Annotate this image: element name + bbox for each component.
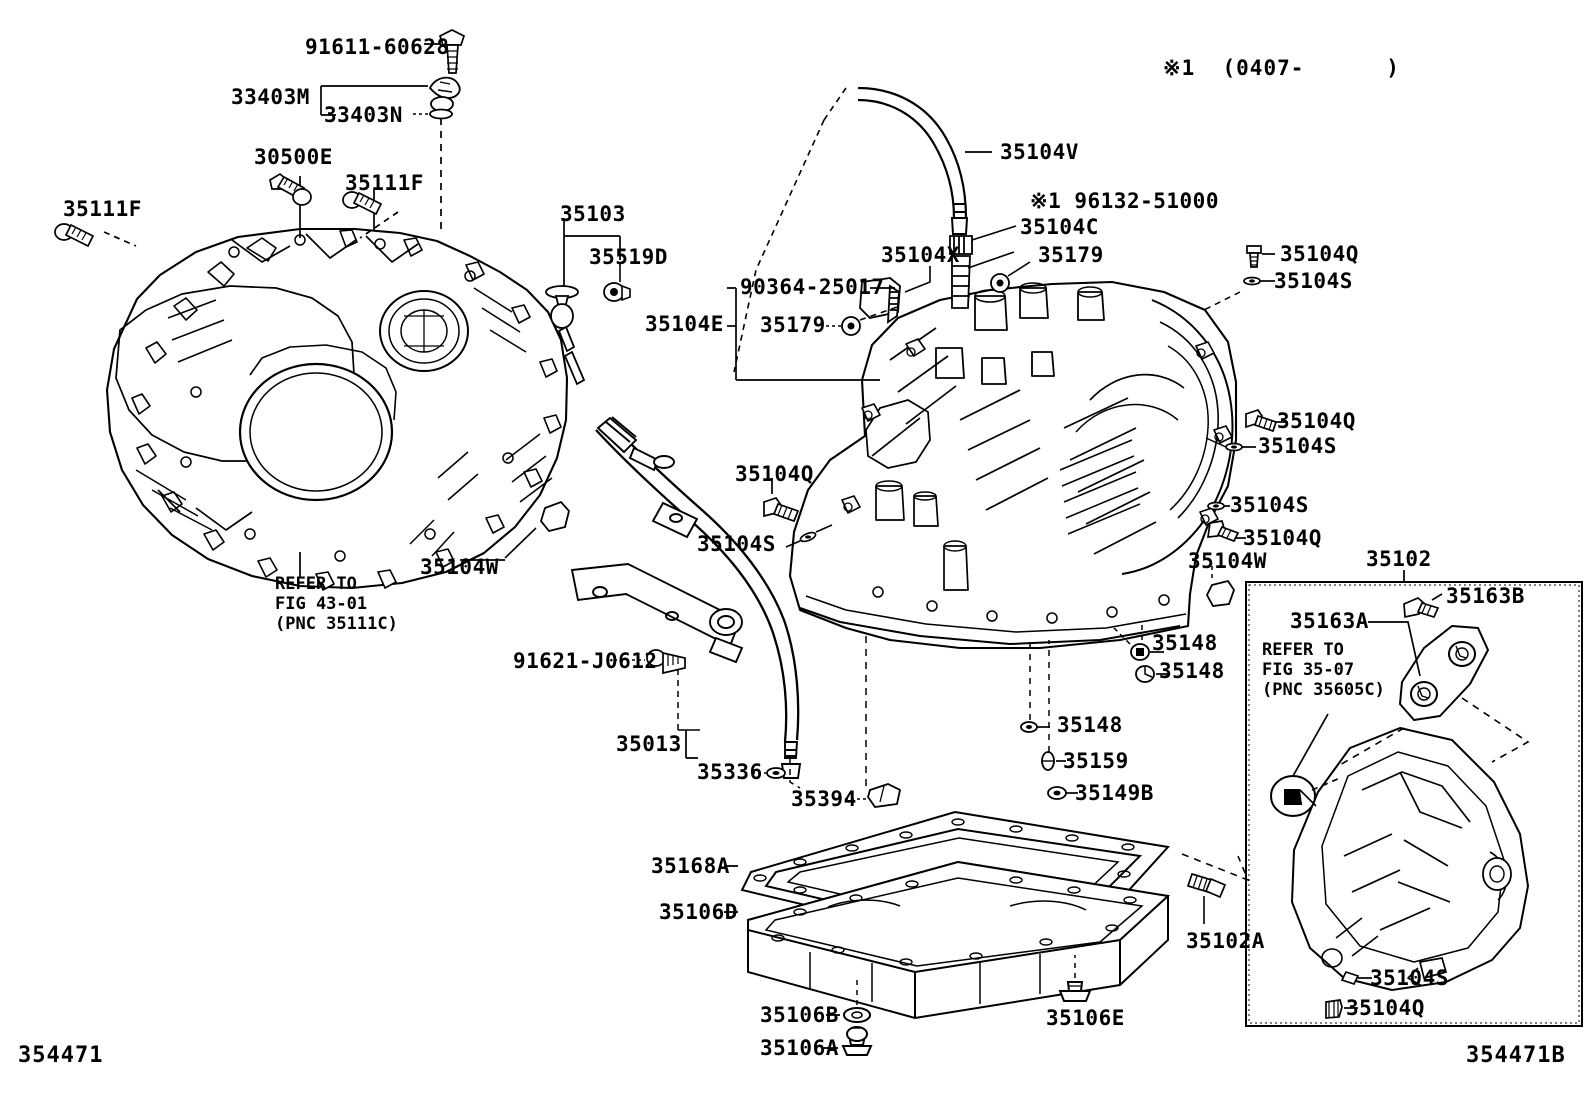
label-oring-33403n: 33403N bbox=[324, 103, 403, 127]
plug-35148-a bbox=[1130, 643, 1150, 661]
breather-hose-illustration bbox=[857, 86, 969, 235]
fastener-91611 bbox=[438, 29, 466, 74]
fastener-35163b bbox=[1403, 597, 1440, 619]
label-refer-fig3507: REFER TO FIG 35-07 (PNC 35605C) bbox=[1262, 640, 1385, 701]
label-washer-35104s-center: 35104S bbox=[697, 532, 776, 556]
pipe-35104c bbox=[951, 255, 971, 309]
washer-35104s-low-right bbox=[1207, 501, 1225, 511]
washer-35104s-mid-right bbox=[1225, 442, 1243, 452]
fastener-33403m bbox=[428, 76, 461, 112]
label-tube-35013: 35013 bbox=[616, 732, 682, 756]
fastener-35111f-left bbox=[54, 223, 95, 248]
label-washer-35104s-top-right: 35104S bbox=[1274, 269, 1353, 293]
label-bolt-91611: 91611-60628 bbox=[305, 35, 450, 59]
bushing-35605c bbox=[1270, 775, 1316, 817]
label-bolt-35104q-center: 35104Q bbox=[735, 462, 814, 486]
dipstick-illustration bbox=[545, 285, 586, 386]
fastener-35104q-top-right bbox=[1246, 245, 1262, 268]
engine-mount-illustration bbox=[1291, 625, 1529, 991]
union-96132 bbox=[949, 235, 973, 255]
label-plug-35148-b: 35148 bbox=[1159, 659, 1225, 683]
label-plug-35159: 35159 bbox=[1063, 749, 1129, 773]
plug-35106a bbox=[841, 1026, 873, 1056]
label-oring-35179-right: 35179 bbox=[1038, 243, 1104, 267]
label-plug-35106e: 35106E bbox=[1046, 1006, 1125, 1030]
label-pan-35106d: 35106D bbox=[659, 900, 738, 924]
label-plug-35104w-left: 35104W bbox=[420, 555, 499, 579]
label-bolt-35104q-inset: 35104Q bbox=[1346, 996, 1425, 1020]
plug-35159 bbox=[1041, 751, 1055, 771]
label-pipe-35104c: 35104C bbox=[1020, 215, 1099, 239]
plug-35148-b bbox=[1135, 665, 1155, 683]
label-mount-35102: 35102 bbox=[1366, 547, 1432, 571]
label-dipstick-35103: 35103 bbox=[560, 202, 626, 226]
label-washer-35104s-inset: 35104S bbox=[1370, 966, 1449, 990]
oil-pan-35106d bbox=[747, 860, 1171, 1020]
oring-35519d bbox=[603, 282, 631, 302]
label-bolt-35104q-low-right: 35104Q bbox=[1243, 526, 1322, 550]
washer-35104s-center bbox=[799, 531, 817, 543]
label-oring-35179-left: 35179 bbox=[760, 313, 826, 337]
fastener-35102a bbox=[1186, 872, 1227, 899]
dowel-plug-left bbox=[539, 500, 570, 533]
label-bolt-35104q-top-right: 35104Q bbox=[1280, 242, 1359, 266]
label-plug-35148-c: 35148 bbox=[1057, 713, 1123, 737]
fastener-35104q-mid-right bbox=[1245, 408, 1278, 433]
label-bolt-35104q-mid-right: 35104Q bbox=[1277, 409, 1356, 433]
dipstick-tube-illustration bbox=[570, 416, 802, 779]
label-washer-35104s-low-right: 35104S bbox=[1230, 493, 1309, 517]
label-plug-30500e: 30500E bbox=[254, 145, 333, 169]
label-sensor-33403m: 33403M bbox=[231, 85, 310, 109]
label-washer-35106b: 35106B bbox=[760, 1003, 839, 1027]
label-note-marker: ※1 (0407- ) bbox=[1163, 56, 1400, 80]
label-oring-35336: 35336 bbox=[697, 760, 763, 784]
label-bolt-91621: 91621-J0612 bbox=[513, 649, 658, 673]
oring-35336 bbox=[766, 767, 786, 779]
label-bolt-35163b: 35163B bbox=[1446, 584, 1525, 608]
label-clamp-90364: 90364-25017 bbox=[740, 275, 885, 299]
fastener-91621 bbox=[646, 649, 686, 675]
fastener-35104q-low-right bbox=[1207, 520, 1240, 543]
label-bolt-35111f-right: 35111F bbox=[345, 171, 424, 195]
label-oring-35519d: 35519D bbox=[589, 245, 668, 269]
washer-35104s-inset bbox=[1340, 970, 1360, 986]
label-stay-35163a: 35163A bbox=[1290, 609, 1369, 633]
washer-35104s-top-right bbox=[1243, 276, 1261, 286]
figure-id-right: 354471B bbox=[1466, 1043, 1566, 1068]
label-bracket-35104e: 35104E bbox=[645, 312, 724, 336]
fastener-35104q-inset bbox=[1325, 999, 1343, 1019]
label-plug-35148-a: 35148 bbox=[1152, 631, 1218, 655]
label-oring-35149b: 35149B bbox=[1075, 781, 1154, 805]
bellhousing-illustration bbox=[105, 227, 569, 591]
label-note-96132: ※1 96132-51000 bbox=[1030, 189, 1219, 213]
label-clip-35394: 35394 bbox=[791, 787, 857, 811]
plug-35148-c bbox=[1020, 721, 1038, 733]
fastener-35104q-center bbox=[763, 496, 800, 523]
label-gasket-35168a: 35168A bbox=[651, 854, 730, 878]
clip-35394 bbox=[867, 783, 902, 808]
oring-35179-right bbox=[990, 273, 1010, 293]
transmission-case-illustration bbox=[788, 280, 1238, 650]
dowel-plug-right bbox=[1205, 579, 1235, 607]
label-breather-35104x: 35104X bbox=[881, 243, 960, 267]
fastener-30500e bbox=[269, 172, 312, 206]
label-bolt-35111f-left: 35111F bbox=[63, 197, 142, 221]
label-hose-35104v: 35104V bbox=[1000, 140, 1079, 164]
label-plug-35104w-right: 35104W bbox=[1188, 549, 1267, 573]
label-bolt-35102a: 35102A bbox=[1186, 929, 1265, 953]
label-refer-fig43: REFER TO FIG 43-01 (PNC 35111C) bbox=[275, 574, 398, 635]
plug-35106e bbox=[1058, 981, 1092, 1002]
label-washer-35104s-mid-right: 35104S bbox=[1258, 434, 1337, 458]
oring-35149b bbox=[1047, 786, 1067, 800]
washer-35106b bbox=[843, 1007, 871, 1023]
fastener-33403n bbox=[429, 108, 453, 120]
label-plug-35106a: 35106A bbox=[760, 1036, 839, 1060]
oring-35179-left bbox=[841, 316, 861, 336]
fastener-35111f-right bbox=[342, 191, 383, 216]
figure-id-left: 354471 bbox=[18, 1043, 104, 1068]
